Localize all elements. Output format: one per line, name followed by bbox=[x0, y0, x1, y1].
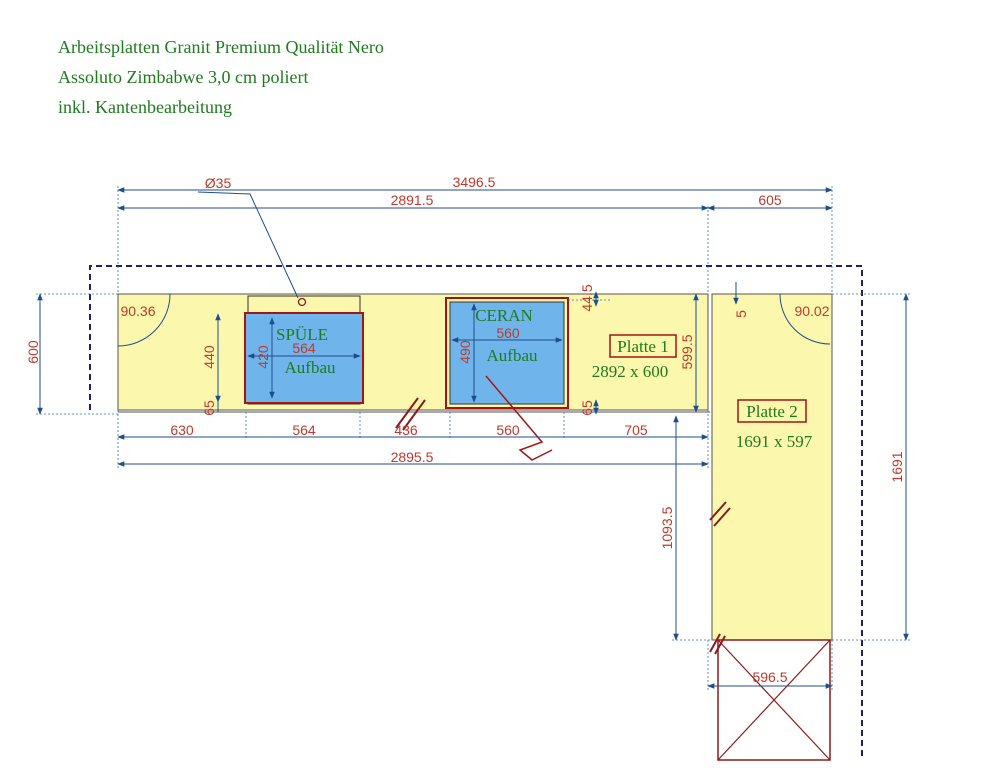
header-line-2: Assoluto Zimbabwe 3,0 cm poliert bbox=[58, 67, 309, 87]
plate-2-name: Platte 2 bbox=[746, 402, 797, 421]
tap-hole bbox=[297, 297, 307, 307]
dim-return-length: 1691 bbox=[889, 451, 905, 482]
joint-mark-1b bbox=[402, 399, 426, 431]
joint-mark-1a bbox=[395, 397, 419, 429]
joint-mark-3a bbox=[709, 633, 721, 653]
cabinet-cross-2 bbox=[717, 639, 831, 761]
dim-return-width: 605 bbox=[758, 192, 782, 208]
dim-small-top: 5 bbox=[733, 310, 749, 318]
sink-name: SPÜLE bbox=[276, 325, 328, 344]
dim-total-width: 3496.5 bbox=[453, 174, 496, 190]
dim-cooktop-height: 490 bbox=[457, 340, 473, 364]
plate-1-size: 2892 x 600 bbox=[592, 362, 669, 381]
joint-mark-2b bbox=[713, 507, 731, 527]
dim-cooktop-width-inner: 560 bbox=[496, 325, 520, 341]
dim-cooktop-bottom-gap: 65 bbox=[579, 400, 595, 416]
dim-sink-bottom-gap: 65 bbox=[201, 400, 217, 416]
dim-tap-hole: Ø35 bbox=[205, 175, 232, 191]
plate-2-size: 1691 x 597 bbox=[736, 432, 813, 451]
dim-cooktop-top-gap: 44.5 bbox=[579, 284, 595, 311]
cooktop-type: Aufbau bbox=[487, 346, 538, 365]
cooktop-pointer bbox=[485, 375, 553, 461]
angle-arc-left bbox=[117, 293, 171, 347]
header-line-1: Arbeitsplatten Granit Premium Qualität N… bbox=[58, 37, 384, 57]
header: Arbeitsplatten Granit Premium Qualität N… bbox=[58, 32, 384, 122]
plate-2-label-frame bbox=[737, 399, 807, 423]
dim-sink-width-inner: 564 bbox=[292, 340, 316, 356]
sink-type: Aufbau bbox=[285, 358, 336, 377]
outer-outline bbox=[89, 265, 863, 760]
dim-bottom-total: 2895.5 bbox=[391, 449, 434, 465]
plate-2-shape bbox=[711, 293, 833, 641]
cooktop-name: CERAN bbox=[475, 306, 533, 325]
dim-return-bottom-width: 596.5 bbox=[752, 669, 787, 685]
tap-leader bbox=[197, 191, 299, 299]
dim-run-length: 2891.5 bbox=[391, 192, 434, 208]
dim-angle-left: 90.36 bbox=[120, 303, 155, 319]
dim-angle-right: 90.02 bbox=[794, 303, 829, 319]
angle-arc-right bbox=[779, 293, 831, 345]
dim-sink-height-inner: 420 bbox=[255, 345, 271, 369]
plate-1-name: Platte 1 bbox=[617, 337, 668, 356]
joint-mark-2a bbox=[709, 501, 727, 521]
cooktop-outer-frame bbox=[445, 297, 569, 409]
dim-return-inner: 1093.5 bbox=[659, 506, 675, 549]
cabinet-box bbox=[717, 639, 831, 761]
cooktop-cutout bbox=[449, 301, 565, 405]
header-line-3: inkl. Kantenbearbeitung bbox=[58, 97, 232, 117]
dim-depth-right: 599.5 bbox=[679, 334, 695, 369]
dim-bottom-seg2: 564 bbox=[292, 422, 316, 438]
dim-sink-height-outer: 440 bbox=[201, 345, 217, 369]
joint-mark-3b bbox=[714, 635, 726, 655]
dim-bottom-seg5: 705 bbox=[624, 422, 648, 438]
plate-1-label-frame bbox=[609, 334, 677, 358]
dim-depth-left: 600 bbox=[25, 340, 41, 364]
dim-bottom-seg4: 560 bbox=[496, 422, 520, 438]
dim-bottom-seg1: 630 bbox=[170, 422, 194, 438]
dim-bottom-seg3: 436 bbox=[394, 422, 418, 438]
